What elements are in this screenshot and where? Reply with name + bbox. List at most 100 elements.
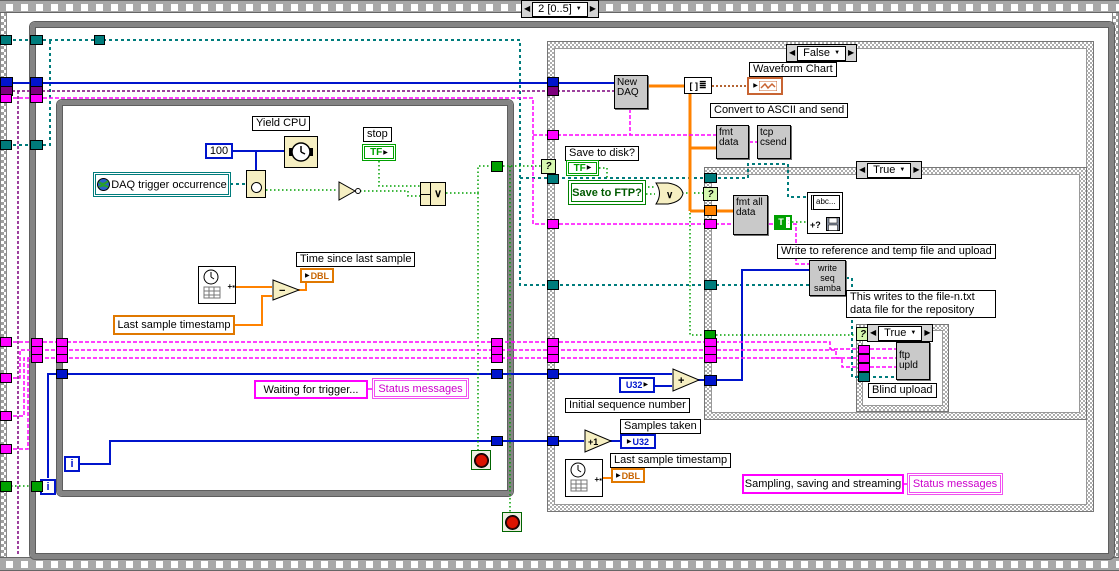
wait-ms-constant[interactable]: 100 <box>205 143 233 159</box>
case-prev-icon[interactable]: ◀ <box>789 48 796 57</box>
stop-terminal[interactable]: TF▶ <box>362 144 396 161</box>
fmt-data-node[interactable]: fmt data <box>716 125 749 159</box>
tunnel-teal[interactable] <box>30 35 43 45</box>
frame-selector-label[interactable]: 2 [0..5]▼ <box>532 1 588 17</box>
case-upload-selector[interactable]: ◀ True▼ ▶ <box>867 324 934 342</box>
ftp-upld-node[interactable]: ftp upld <box>896 342 930 380</box>
tunnel-blue[interactable] <box>547 369 559 379</box>
write-seq-samba-node[interactable]: write seq samba <box>809 260 846 296</box>
tunnel-magenta[interactable] <box>858 354 870 363</box>
tunnel-teal[interactable] <box>547 280 559 290</box>
tunnel-teal[interactable] <box>0 140 12 150</box>
case-next-icon[interactable]: ▶ <box>848 48 855 57</box>
tunnel-magenta[interactable] <box>30 94 43 103</box>
get-datetime-node[interactable]: +▪ <box>565 459 603 497</box>
time-since-dbl-indicator[interactable]: ▶DBL <box>300 268 334 283</box>
sampling-string-constant[interactable]: Sampling, saving and streaming <box>742 474 904 494</box>
case-selector-tunnel[interactable]: ? <box>541 159 556 174</box>
case-false-selector[interactable]: ◀ False▼ ▶ <box>786 44 858 62</box>
last-sample-dbl-indicator[interactable]: ▶DBL <box>611 468 645 483</box>
build-array-node[interactable]: [ ]≣ <box>684 77 712 94</box>
tunnel-blue[interactable] <box>547 436 559 446</box>
tunnel-green[interactable] <box>31 481 43 492</box>
frame-prev-icon[interactable]: ◀ <box>524 4 531 13</box>
or-compound-node[interactable]: ∨ <box>420 182 446 206</box>
tunnel-magenta[interactable] <box>0 411 12 421</box>
status-messages-indicator[interactable]: Status messages <box>907 473 1003 495</box>
tunnel-magenta[interactable] <box>547 219 559 229</box>
time-since-label: Time since last sample <box>296 252 416 267</box>
tunnel-teal[interactable] <box>30 140 43 150</box>
waiting-string-constant[interactable]: Waiting for trigger... <box>254 380 368 399</box>
dropdown-icon[interactable]: ▼ <box>899 166 906 173</box>
dropdown-icon[interactable]: ▼ <box>834 49 841 56</box>
waveform-chart-terminal[interactable]: ▶ <box>747 77 783 95</box>
tunnel-magenta[interactable] <box>491 354 503 363</box>
tunnel-magenta[interactable] <box>0 373 12 383</box>
tunnel-magenta[interactable] <box>547 130 559 140</box>
wait-ms-node[interactable] <box>284 136 318 168</box>
tunnel-blue[interactable] <box>56 369 68 379</box>
tunnel-green[interactable] <box>491 161 503 172</box>
tunnel-magenta[interactable] <box>0 337 12 347</box>
tunnel-magenta[interactable] <box>0 444 12 454</box>
tunnel-magenta[interactable] <box>547 354 559 363</box>
tunnel-magenta[interactable] <box>858 363 870 372</box>
tunnel-teal[interactable] <box>704 280 717 290</box>
tcp-csend-node[interactable]: tcp csend <box>757 125 791 159</box>
dropdown-icon[interactable]: ▼ <box>575 5 582 12</box>
tunnel-orange[interactable] <box>704 205 717 216</box>
inner-loop-conditional-terminal[interactable] <box>471 450 491 470</box>
tunnel-teal[interactable] <box>547 174 559 184</box>
tunnel-magenta[interactable] <box>858 345 870 354</box>
save-to-disk-terminal[interactable]: TF▶ <box>566 160 599 176</box>
case-selector-label[interactable]: True▼ <box>878 325 923 341</box>
add-node[interactable]: + <box>672 368 700 392</box>
tunnel-magenta[interactable] <box>56 354 68 363</box>
not-gate[interactable] <box>338 181 364 201</box>
or-gate[interactable]: ∨ <box>655 182 684 205</box>
tunnel-green[interactable] <box>0 481 12 492</box>
case-save-selector[interactable]: ◀ True▼ ▶ <box>856 161 923 179</box>
tunnel-teal[interactable] <box>858 372 870 382</box>
case-selector-label[interactable]: True▼ <box>867 162 912 178</box>
outer-while-loop[interactable] <box>30 22 1114 559</box>
wait-on-occurrence-node[interactable] <box>246 170 266 198</box>
last-sample-timestamp-control[interactable]: Last sample timestamp <box>113 315 235 335</box>
case-prev-icon[interactable]: ◀ <box>859 165 866 174</box>
status-messages-indicator[interactable]: Status messages <box>372 378 469 399</box>
tunnel-magenta[interactable] <box>704 354 717 363</box>
sequence-frame-selector[interactable]: ◀ 2 [0..5]▼ ▶ <box>521 0 599 18</box>
case-prev-icon[interactable]: ◀ <box>870 328 877 337</box>
increment-node[interactable]: +1 <box>584 429 612 453</box>
fmt-all-data-node[interactable]: fmt all data <box>733 195 768 235</box>
dropdown-icon[interactable]: ▼ <box>910 329 917 336</box>
outer-loop-conditional-terminal[interactable] <box>502 512 522 532</box>
tunnel-blue[interactable] <box>491 369 503 379</box>
case-selector-tunnel[interactable]: ? <box>703 187 718 201</box>
globe-icon <box>97 178 111 191</box>
write-characters-to-file-node[interactable]: abc... +? <box>807 192 843 234</box>
daq-trigger-occurrence-control[interactable]: DAQ trigger occurrence <box>93 172 231 197</box>
initial-sequence-u32-control[interactable]: U32▶ <box>619 377 655 393</box>
outer-loop-iteration-terminal[interactable]: i <box>40 479 56 495</box>
samples-taken-u32-indicator[interactable]: ▶U32 <box>620 434 656 449</box>
tunnel-blue[interactable] <box>491 436 503 446</box>
tunnel-magenta[interactable] <box>704 219 717 229</box>
tunnel-teal[interactable] <box>704 173 717 183</box>
inner-loop-iteration-terminal[interactable]: i <box>64 456 80 472</box>
tunnel-blue[interactable] <box>704 375 717 386</box>
case-next-icon[interactable]: ▶ <box>924 328 931 337</box>
case-next-icon[interactable]: ▶ <box>913 165 920 174</box>
tunnel-purple[interactable] <box>547 86 559 96</box>
case-selector-label[interactable]: False▼ <box>797 45 847 61</box>
get-datetime-node[interactable]: +▪ <box>198 266 236 304</box>
save-to-ftp-control[interactable]: Save to FTP? <box>568 180 646 205</box>
subtract-node[interactable]: − <box>272 279 300 301</box>
frame-next-icon[interactable]: ▶ <box>589 4 596 13</box>
tunnel-magenta[interactable] <box>0 94 12 103</box>
true-boolean-constant[interactable]: T : <box>774 215 792 230</box>
new-daq-node[interactable]: New DAQ <box>614 75 648 109</box>
tunnel-magenta[interactable] <box>31 354 43 363</box>
tunnel-teal[interactable] <box>0 35 12 45</box>
